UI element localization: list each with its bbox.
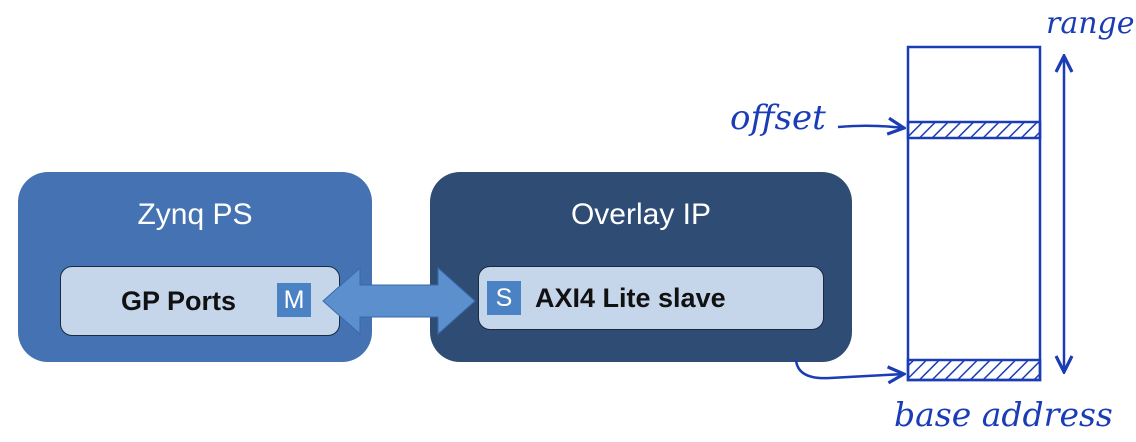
- base-address-arrow: [794, 359, 904, 378]
- range-label: range: [1046, 6, 1135, 41]
- offset-label: offset: [730, 98, 826, 138]
- overlay-ip-block: Overlay IP S AXI4 Lite slave: [430, 172, 852, 362]
- axi4-lite-slave-box: S AXI4 Lite slave: [478, 266, 824, 330]
- zynq-ps-block: Zynq PS GP Ports M: [18, 172, 372, 362]
- master-tag: M: [277, 283, 311, 317]
- base-address-region: [906, 358, 1042, 382]
- gp-ports-label: GP Ports: [121, 285, 237, 316]
- axi4-lite-slave-label: AXI4 Lite slave: [535, 282, 726, 313]
- overlay-ip-title: Overlay IP: [570, 198, 712, 231]
- offset-region: [906, 120, 1042, 140]
- memory-map-column: [906, 45, 1042, 382]
- offset-arrow: [837, 126, 904, 128]
- base-address-label: base address: [894, 395, 1113, 434]
- zynq-ps-title: Zynq PS: [137, 198, 253, 231]
- slave-tag: S: [487, 281, 521, 315]
- gp-ports-box: GP Ports M: [60, 266, 340, 336]
- bus-arrow: [322, 266, 476, 336]
